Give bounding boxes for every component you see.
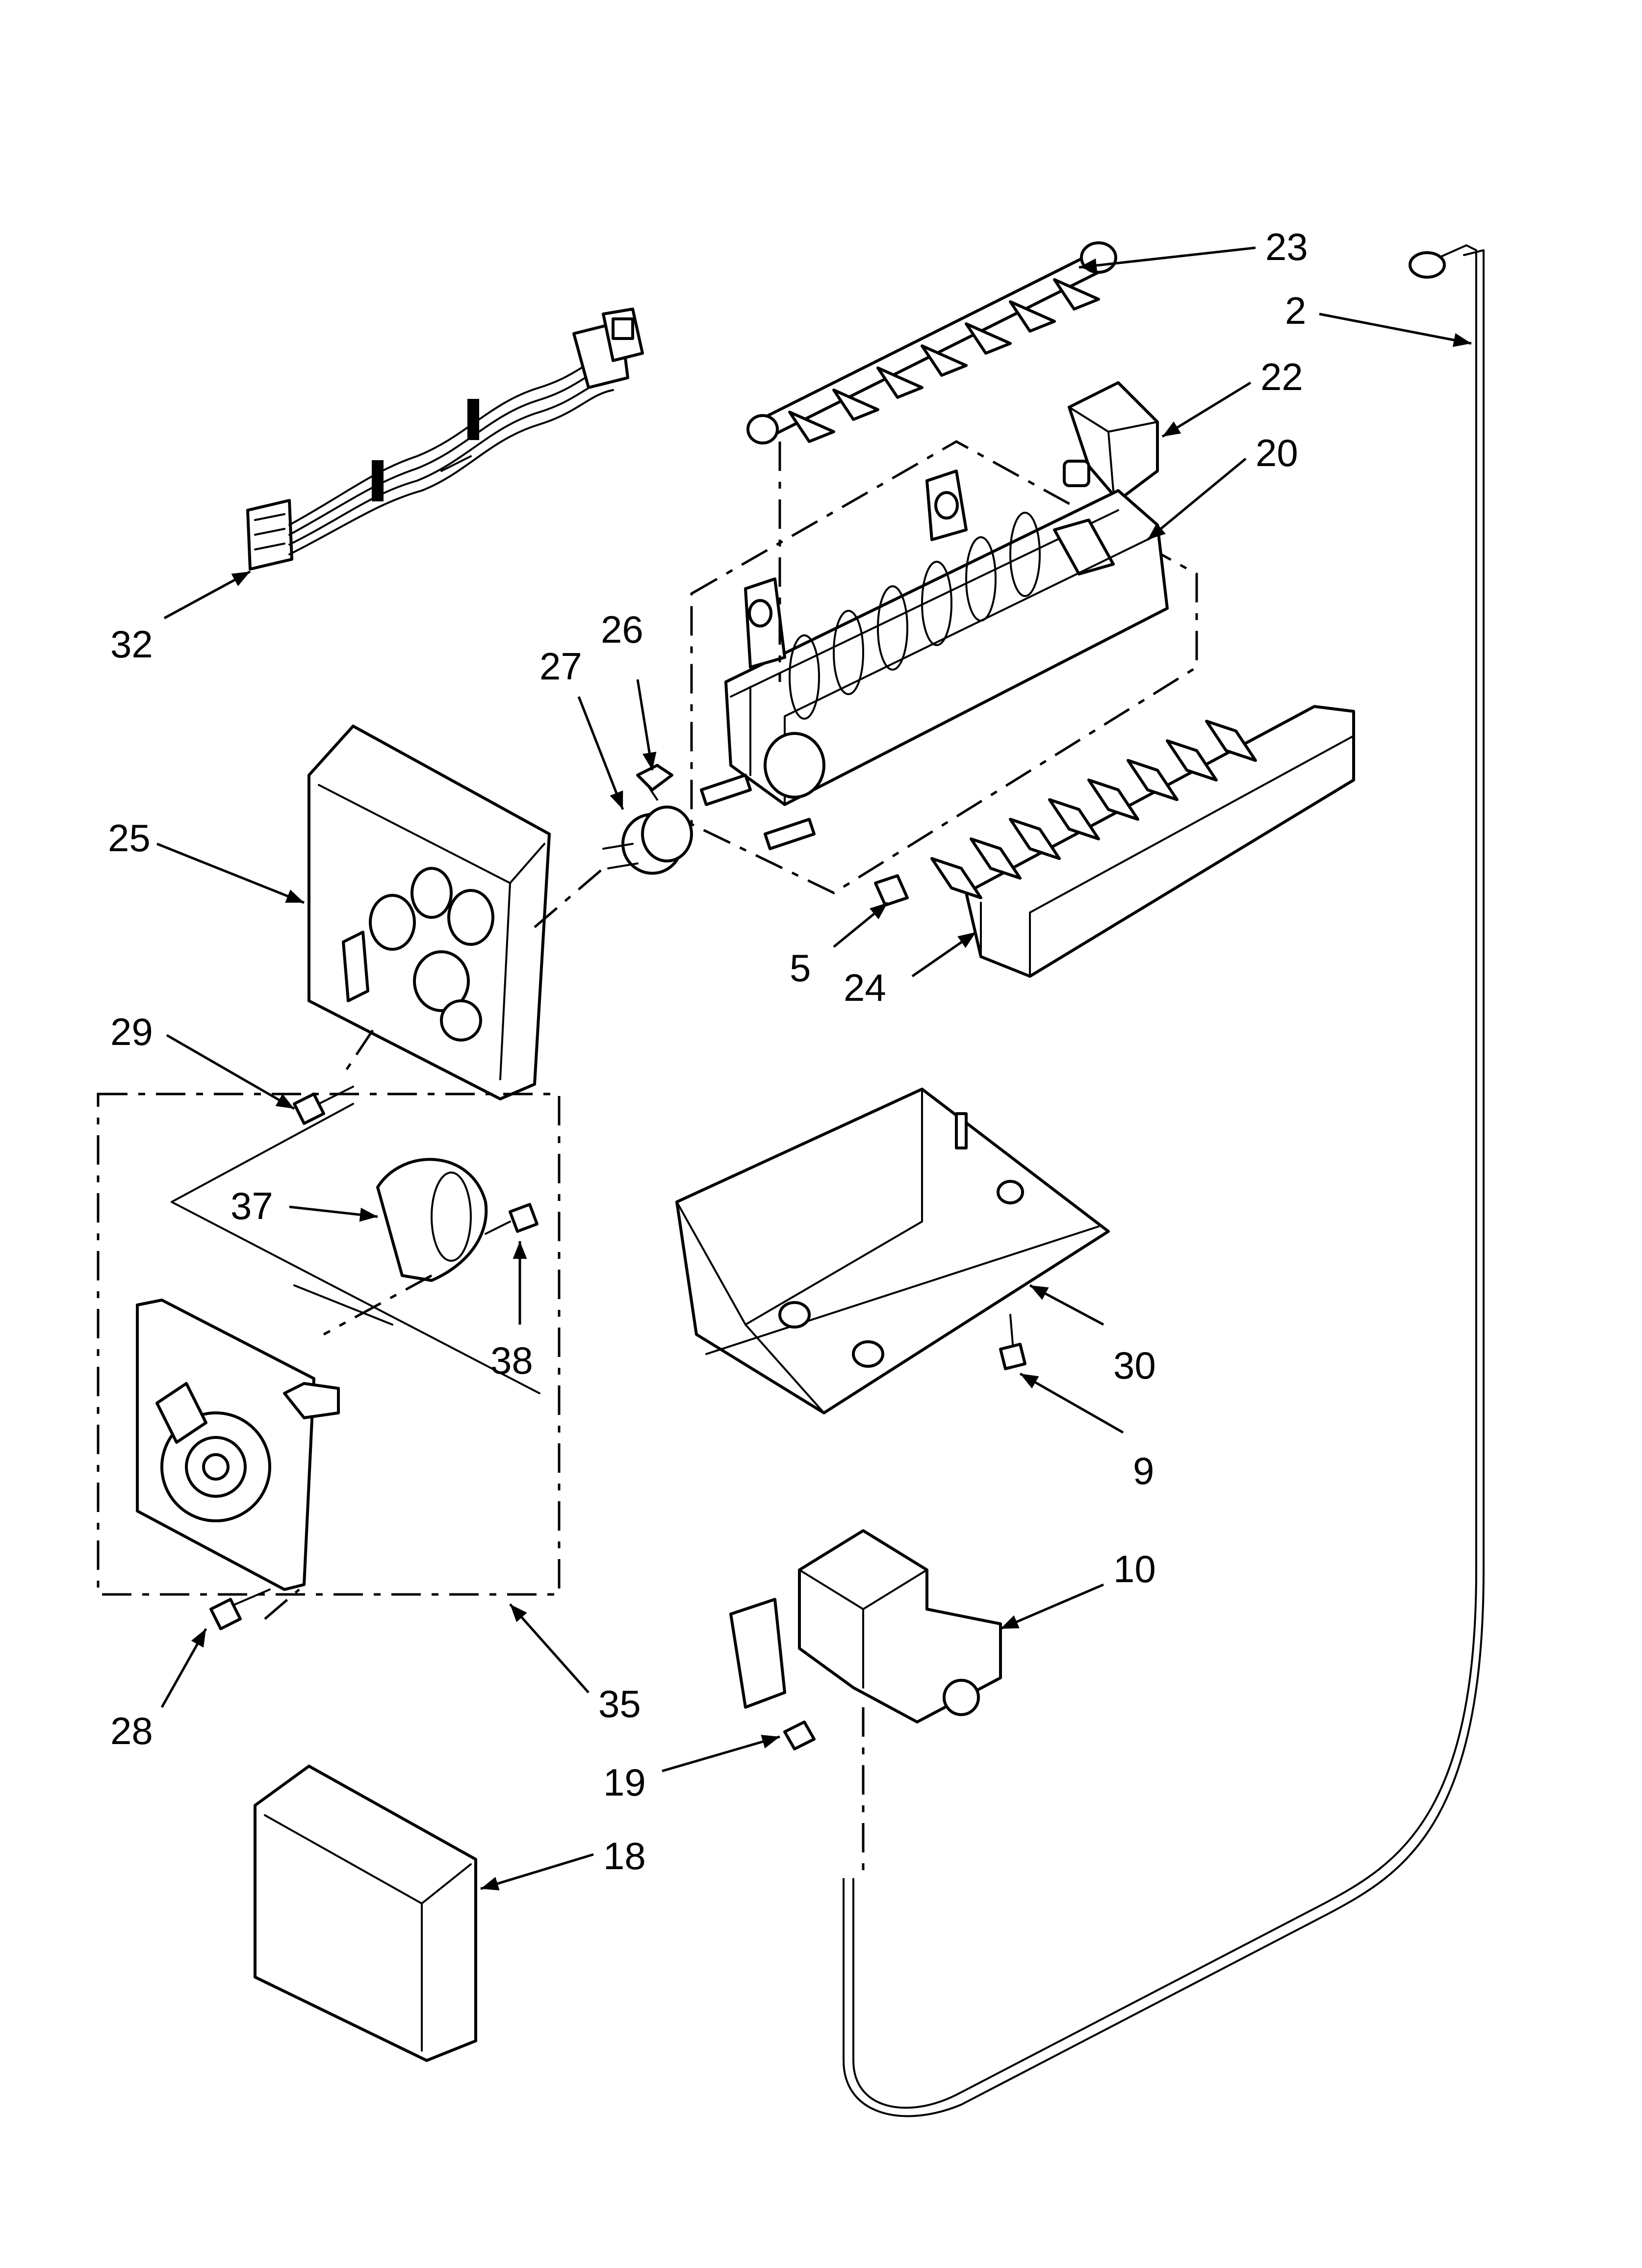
callout-2: 2 — [1285, 289, 1306, 332]
callout-22: 22 — [1260, 355, 1303, 398]
control-module-part — [136, 1299, 340, 1591]
control-housing-part — [308, 725, 551, 1100]
callout-30: 28 — [110, 1709, 153, 1752]
callout-19: 19 — [603, 1761, 646, 1804]
ice-stripper-part — [930, 705, 1355, 978]
callout-18: 18 — [603, 1834, 646, 1877]
screw-part-30 — [209, 1589, 271, 1630]
callout-28: 29 — [110, 1010, 153, 1053]
thermostat-clip-part — [636, 764, 673, 801]
screw-part-38 — [485, 1203, 539, 1235]
callout-9: 9 — [1133, 1449, 1154, 1492]
water-valve-part — [729, 1529, 1002, 1723]
screw-part-9 — [999, 1314, 1026, 1370]
ice-mold-part — [690, 440, 1198, 894]
callout-35: 35 — [598, 1682, 641, 1725]
clip-part — [874, 874, 909, 907]
callout-10: 10 — [1113, 1547, 1156, 1590]
wire-harness-part — [246, 308, 644, 571]
callout-5: 5 — [790, 946, 811, 990]
callout-25: 25 — [108, 816, 151, 860]
cover-pad-part — [254, 1765, 477, 2062]
thermostat-part — [602, 806, 693, 875]
fill-tube-part — [843, 244, 1485, 2117]
callout-32: 32 — [110, 623, 153, 666]
callout-38: 38 — [490, 1339, 533, 1382]
callout-labels: 23 2 22 20 32 26 27 25 5 24 29 37 38 30 … — [108, 225, 1308, 1877]
callout-27: 27 — [539, 645, 582, 688]
fill-cup-part — [1063, 381, 1159, 502]
callout-23: 23 — [1265, 225, 1308, 268]
callout-20: 20 — [1256, 431, 1298, 474]
callout-29: 30 — [1113, 1344, 1156, 1387]
screw-part-19 — [783, 1721, 816, 1750]
alignment-lines — [264, 442, 865, 1874]
ejector-part — [746, 241, 1117, 444]
leader-arrows — [156, 246, 1472, 1891]
callout-24: 24 — [844, 966, 886, 1009]
motor-part — [376, 1158, 488, 1282]
module-assembly-box — [97, 1093, 561, 1596]
callout-37: 37 — [231, 1184, 273, 1227]
mounting-plate-part — [675, 1088, 1110, 1414]
callout-26: 26 — [601, 608, 643, 651]
screw-part-28 — [293, 1086, 354, 1125]
